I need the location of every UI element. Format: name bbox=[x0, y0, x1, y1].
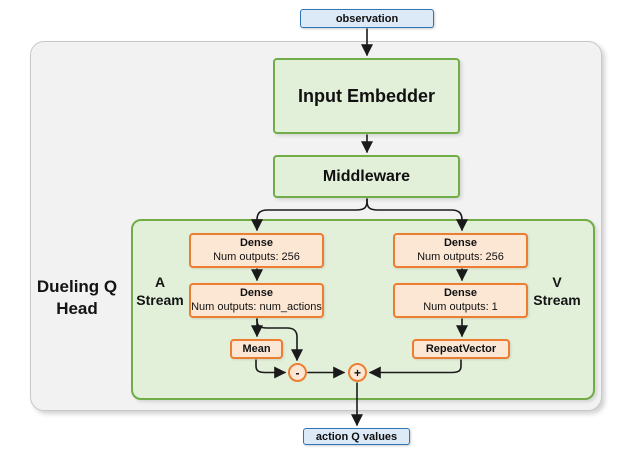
middleware-label: Middleware bbox=[322, 167, 411, 185]
dense-subtitle: Num outputs: 256 bbox=[213, 250, 300, 263]
dense-subtitle: Num outputs: 1 bbox=[423, 300, 498, 313]
observation-node: observation bbox=[300, 9, 434, 28]
minus-label: - bbox=[295, 365, 300, 380]
repeat-vector-node: RepeatVector bbox=[412, 339, 510, 359]
input-embedder-label: Input Embedder bbox=[297, 85, 435, 106]
action-q-values-node: action Q values bbox=[303, 428, 410, 445]
dense-subtitle: Num outputs: num_actions bbox=[191, 300, 322, 313]
mean-label: Mean bbox=[242, 343, 271, 355]
dense-title: Dense bbox=[443, 286, 478, 299]
dense-subtitle: Num outputs: 256 bbox=[417, 250, 504, 263]
dense-title: Dense bbox=[443, 236, 478, 249]
v-stream-dense-2-node: Dense Num outputs: 1 bbox=[393, 283, 528, 318]
input-embedder-node: Input Embedder bbox=[273, 58, 460, 134]
a-stream-dense-1-node: Dense Num outputs: 256 bbox=[189, 233, 324, 268]
action-q-values-label: action Q values bbox=[315, 430, 398, 443]
mean-node: Mean bbox=[230, 339, 283, 359]
subtract-operator-node: - bbox=[288, 363, 307, 382]
v-stream-label: V Stream bbox=[533, 274, 581, 309]
dense-title: Dense bbox=[239, 236, 274, 249]
plus-label: + bbox=[353, 365, 361, 380]
middleware-node: Middleware bbox=[273, 155, 460, 198]
repeat-vector-label: RepeatVector bbox=[425, 343, 497, 355]
v-stream-dense-1-node: Dense Num outputs: 256 bbox=[393, 233, 528, 268]
observation-label: observation bbox=[335, 12, 399, 25]
a-stream-label: A Stream bbox=[136, 274, 184, 309]
dense-title: Dense bbox=[239, 286, 274, 299]
add-operator-node: + bbox=[348, 363, 367, 382]
a-stream-dense-2-node: Dense Num outputs: num_actions bbox=[189, 283, 324, 318]
dueling-q-head-label: Dueling Q Head bbox=[36, 277, 118, 319]
